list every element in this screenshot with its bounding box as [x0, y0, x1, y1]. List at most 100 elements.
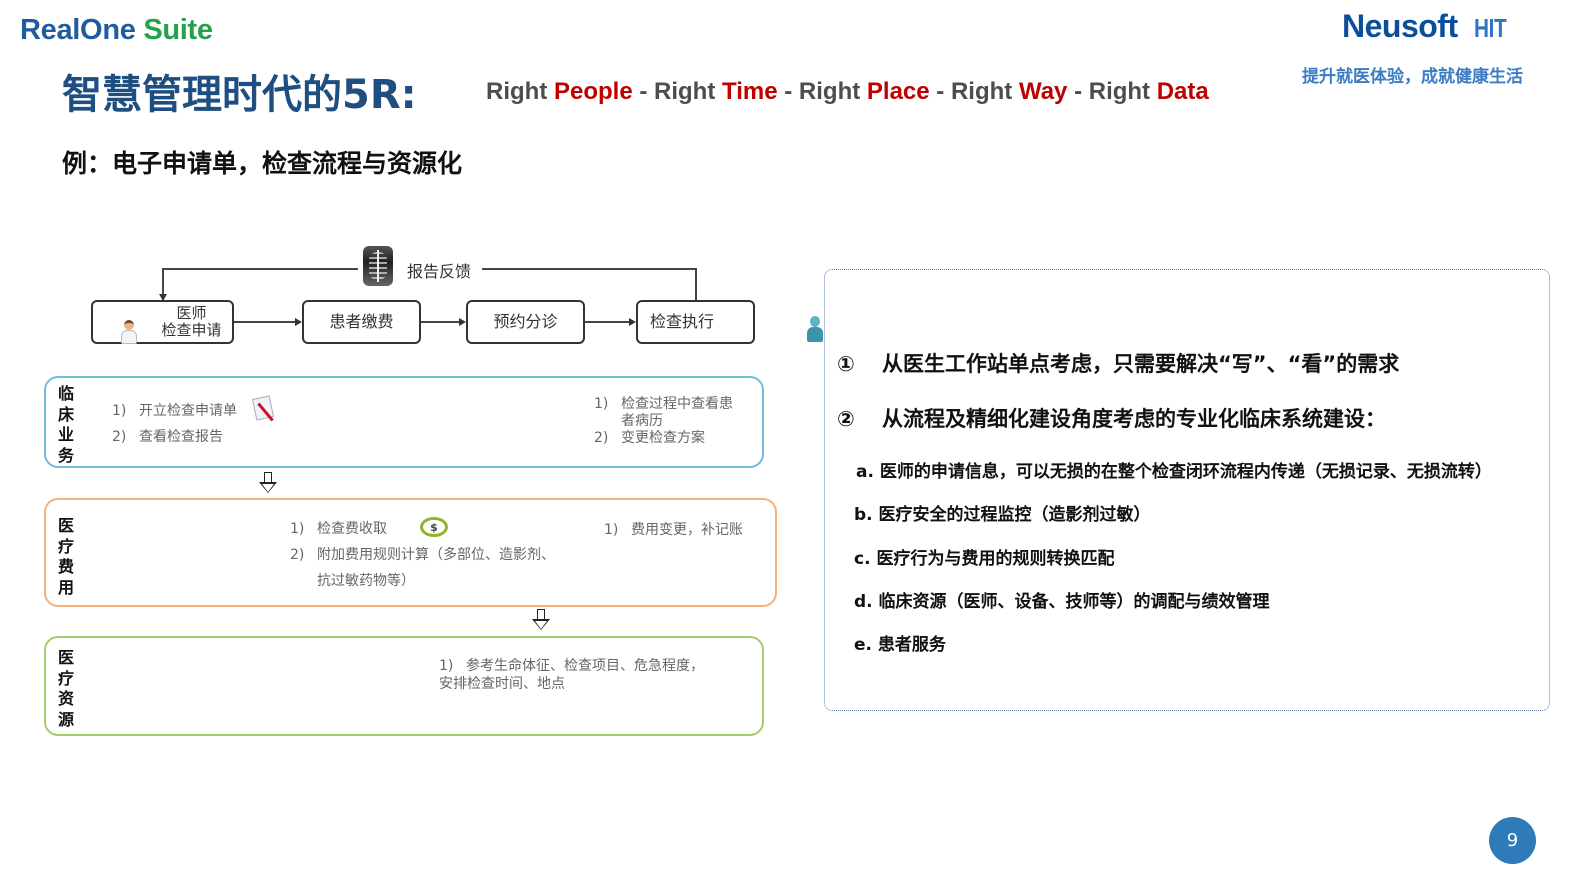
label-char: 临: [57, 384, 74, 403]
item-text-cont: 安排检查时间、地点: [439, 676, 565, 692]
form-edit-icon: [251, 395, 278, 423]
nurse-icon: [807, 316, 824, 342]
step-label: 检查执行: [650, 311, 715, 331]
item-text: 参考生命体征、检查项目、危急程度，: [466, 658, 704, 674]
lane-clinical: 临 床 业 务 1)开立检查申请单 2) 查看检查报告 1) 检查过程中查看患 者病…: [44, 376, 764, 468]
list-item: 1)检查费收取: [290, 516, 555, 542]
lane-label-clinical: 临 床 业 务: [57, 384, 75, 466]
right-place: Place: [866, 78, 930, 105]
arrowhead-icon: [629, 317, 636, 326]
list-item: 2) 查看检查报告: [112, 424, 237, 450]
process-flow: 报告反馈 医师 检查申请 患者缴费 预约分诊 检查执行: [0, 0, 1587, 344]
sub-point-e: e. 患者服务: [854, 635, 946, 655]
item-text-cont: 者病历: [621, 413, 663, 429]
cost-mid-items: 1)检查费收取 2) 附加费用规则计算（多部位、造影剂、 抗过敏药物等）: [290, 516, 555, 594]
item-text-cont: 抗过敏药物等）: [317, 573, 415, 589]
brand-logo: RealOne Suite: [20, 14, 213, 47]
right-prefix: Right: [654, 78, 722, 105]
item-num: 2): [290, 547, 305, 563]
subtitle: 例：电子申请单，检查流程与资源化: [62, 149, 463, 178]
circled-number: ①: [837, 352, 855, 376]
sub-point-c: c. 医疗行为与费用的规则转换匹配: [854, 549, 1115, 569]
step-label: 检查申请: [161, 321, 222, 339]
list-item: 2) 变更检查方案: [594, 430, 733, 447]
label-char: 源: [57, 709, 74, 729]
right-prefix: Right: [950, 78, 1019, 105]
lane-label-resource: 医 疗 资 源: [57, 648, 75, 730]
sub-point-a: a. 医师的申请信息，可以无损的在整个检查闭环流程内传递（无损记录、无损流转）: [856, 462, 1492, 482]
cost-right-items: 1) 费用变更，补记账: [604, 520, 743, 540]
list-item: 1)开立检查申请单: [112, 398, 237, 424]
five-r-line: Right People - Right Time - Right Place …: [486, 78, 1209, 106]
step-label: 预约分诊: [493, 311, 558, 331]
right-time: Time: [722, 78, 778, 105]
clinical-right-items: 1) 检查过程中查看患 者病历 2) 变更检查方案: [594, 396, 733, 447]
item-text: 查看检查报告: [139, 429, 223, 445]
lane-cost: 医 疗 费 用 1)检查费收取 2) 附加费用规则计算（多部位、造影剂、 抗过敏药…: [44, 498, 777, 607]
right-prefix: Right: [1088, 78, 1157, 105]
feedback-label: 报告反馈: [407, 262, 472, 281]
list-item: 2) 附加费用规则计算（多部位、造影剂、: [290, 542, 555, 568]
label-char: 费: [57, 557, 74, 576]
xray-icon: [363, 246, 393, 286]
label-char: 疗: [57, 536, 74, 556]
page-title: 智慧管理时代的5R:: [62, 72, 417, 118]
point-2: ② 从流程及精细化建设角度考虑的专业化临床系统建设：: [837, 403, 1386, 433]
clinical-left-items: 1)开立检查申请单 2) 查看检查报告: [112, 398, 237, 450]
list-item: 1) 费用变更，补记账: [604, 520, 743, 540]
down-arrow-icon: [259, 472, 277, 494]
lane-resource: 医 疗 资 源 1) 参考生命体征、检查项目、危急程度， 安排检查时间、地点: [44, 636, 764, 736]
right-way: Way: [1018, 78, 1068, 105]
logo-suffix: HIT: [1473, 13, 1507, 43]
page-number-badge: 9: [1489, 817, 1536, 864]
label-char: 医: [57, 648, 74, 667]
item-num: 1): [604, 522, 619, 538]
step-appointment: 预约分诊: [466, 300, 585, 344]
step-patient-payment: 患者缴费: [302, 300, 421, 344]
sub-point-d: d. 临床资源（医师、设备、技师等）的调配与绩效管理: [854, 592, 1270, 612]
sub-point-b: b. 医疗安全的过程监控（造影剂过敏）: [854, 505, 1151, 525]
point-text: 从医生工作站单点考虑，只需要解决“写”、“看”的需求: [882, 352, 1400, 376]
separator: -: [777, 78, 799, 105]
right-data: Data: [1156, 78, 1209, 105]
right-prefix: Right: [486, 78, 554, 105]
right-prefix: Right: [798, 78, 867, 105]
list-item: 1) 检查过程中查看患: [594, 396, 733, 413]
item-text: 检查过程中查看患: [621, 396, 733, 412]
summary-panel: ① 从医生工作站单点考虑，只需要解决“写”、“看”的需求 ② 从流程及精细化建设角度…: [824, 269, 1550, 711]
doctor-icon: [120, 320, 138, 344]
item-num: 1): [439, 658, 454, 674]
label-char: 资: [57, 689, 74, 708]
step-label: 医师: [176, 303, 207, 322]
point-1: ① 从医生工作站单点考虑，只需要解决“写”、“看”的需求: [837, 348, 1399, 378]
label-char: 用: [57, 577, 74, 597]
down-arrow-icon: [532, 609, 550, 631]
item-num: 1): [594, 396, 609, 412]
step-label: 患者缴费: [329, 311, 394, 331]
money-icon: $: [420, 517, 448, 537]
item-num: 2): [112, 429, 127, 445]
feedback-line-top-right: [482, 268, 696, 270]
separator: -: [929, 78, 951, 105]
lane-label-cost: 医 疗 费 用: [57, 516, 75, 598]
label-char: 床: [57, 404, 74, 424]
label-char: 业: [57, 425, 74, 444]
item-text: 开立检查申请单: [139, 403, 237, 419]
right-people: People: [553, 78, 633, 105]
item-text: 附加费用规则计算（多部位、造影剂、: [317, 547, 555, 563]
circled-number: ②: [837, 407, 855, 431]
brand-suite: Suite: [135, 14, 213, 46]
label-char: 疗: [57, 668, 74, 688]
feedback-line-top-left: [162, 268, 358, 270]
flow-connector: [421, 321, 460, 323]
feedback-line-left: [162, 268, 164, 300]
separator: -: [1067, 78, 1089, 105]
item-text: 变更检查方案: [621, 430, 705, 446]
label-char: 务: [57, 445, 74, 465]
item-num: 1): [290, 521, 305, 537]
point-text: 从流程及精细化建设角度考虑的专业化临床系统建设：: [882, 407, 1386, 431]
item-num: 2): [594, 430, 609, 446]
item-text: 费用变更，补记账: [631, 522, 743, 538]
brand-realone: RealOne: [20, 14, 136, 46]
